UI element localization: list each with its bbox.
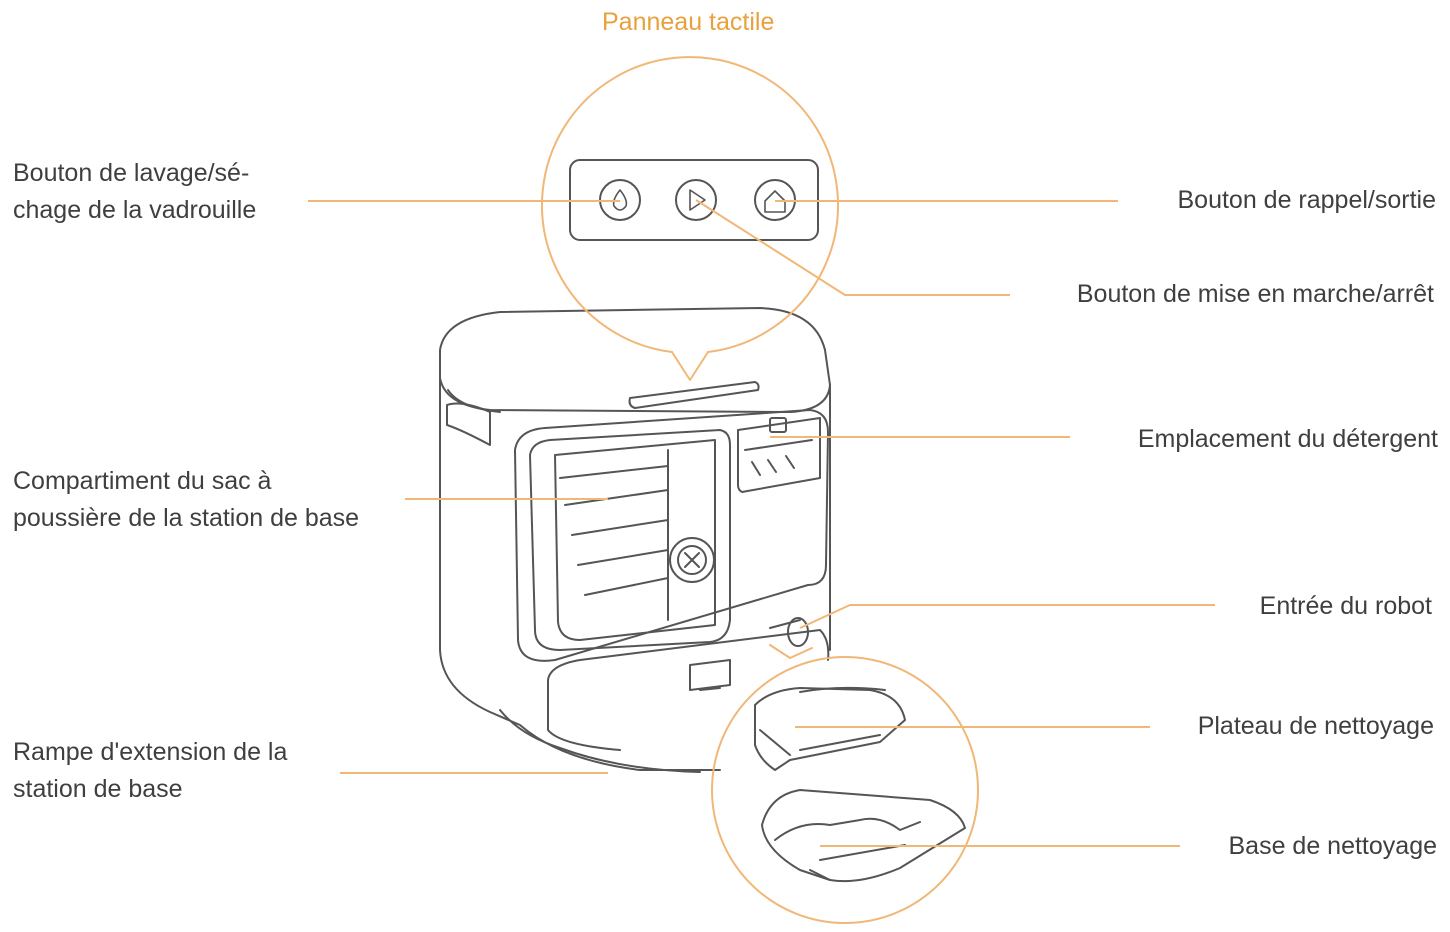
leader-entry (799, 604, 1215, 629)
label-dust-bag: Compartiment du sac à poussière de la st… (13, 467, 360, 532)
cleaning-tray (754, 686, 906, 771)
label-robot-entry: Entrée du robot (1259, 592, 1432, 620)
touch-panel-callout (541, 56, 839, 381)
cleaning-base (761, 789, 966, 883)
label-cleaning-base: Base de nettoyage (1228, 832, 1438, 860)
label-recall-exit: Bouton de rappel/sortie (1177, 186, 1436, 214)
leader-power (695, 199, 1010, 296)
label-cleaning-tray: Plateau de nettoyage (1197, 712, 1434, 740)
label-mop-wash-dry: Bouton de lavage/sé- chage de la vadroui… (13, 159, 257, 224)
touch-panel-title: Panneau tactile (602, 8, 775, 36)
play-icon (675, 179, 717, 221)
label-detergent: Emplacement du détergent (1137, 425, 1438, 453)
cleaning-callout (711, 644, 979, 924)
leader-lines (308, 199, 1215, 847)
label-power: Bouton de mise en marche/arrêt (1076, 280, 1434, 308)
base-station-body (439, 307, 831, 773)
label-ramp: Rampe d'extension de la station de base (13, 738, 288, 803)
